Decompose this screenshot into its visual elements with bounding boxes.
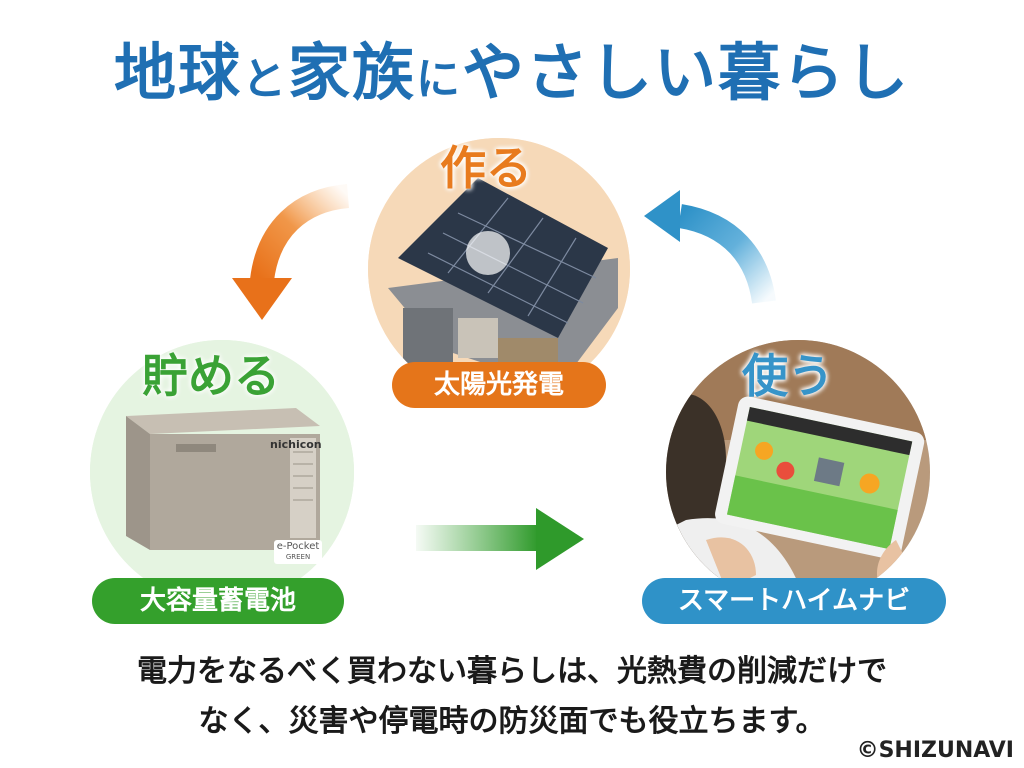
title-part-to: と xyxy=(241,54,288,105)
brand-logo: nichicon xyxy=(270,438,322,451)
title-part-family: 家族 xyxy=(287,36,416,109)
caption-line-1: 電力をなるべく買わない暮らしは、光熱費の削減だけで xyxy=(137,654,887,689)
solar-house-image xyxy=(368,138,630,400)
arrow-to-use-icon xyxy=(416,508,584,570)
product-badge: e-Pocket GREEN xyxy=(274,540,322,564)
smart-heim-navi-label: スマートハイムナビ xyxy=(642,578,946,624)
battery-label: 大容量蓄電池 xyxy=(92,578,344,624)
title-part-gentle-living: やさしい暮らし xyxy=(462,36,911,109)
product-sub: GREEN xyxy=(285,553,311,561)
arrow-to-store-icon xyxy=(232,184,350,320)
store-heading: 貯める xyxy=(142,349,280,403)
title-part-ni: に xyxy=(416,54,462,105)
copyright: ©SHIZUNAVI xyxy=(856,738,1014,763)
tablet-app-image xyxy=(666,340,930,604)
solar-power-label: 太陽光発電 xyxy=(392,362,606,408)
arrow-to-make-icon xyxy=(644,190,776,304)
storage-battery-image xyxy=(90,340,354,604)
tablet-illustration xyxy=(666,340,930,604)
solar-house-illustration xyxy=(368,138,630,400)
make-heading: 作る xyxy=(440,141,532,195)
caption-line-2: なく、災害や停電時の防災面でも役立ちます。 xyxy=(198,704,826,739)
use-heading: 使う xyxy=(742,349,834,403)
title-part-earth: 地球 xyxy=(113,36,242,109)
product-name: e-Pocket xyxy=(276,541,320,552)
page-title: 地球と家族にやさしい暮らし xyxy=(0,22,1024,112)
